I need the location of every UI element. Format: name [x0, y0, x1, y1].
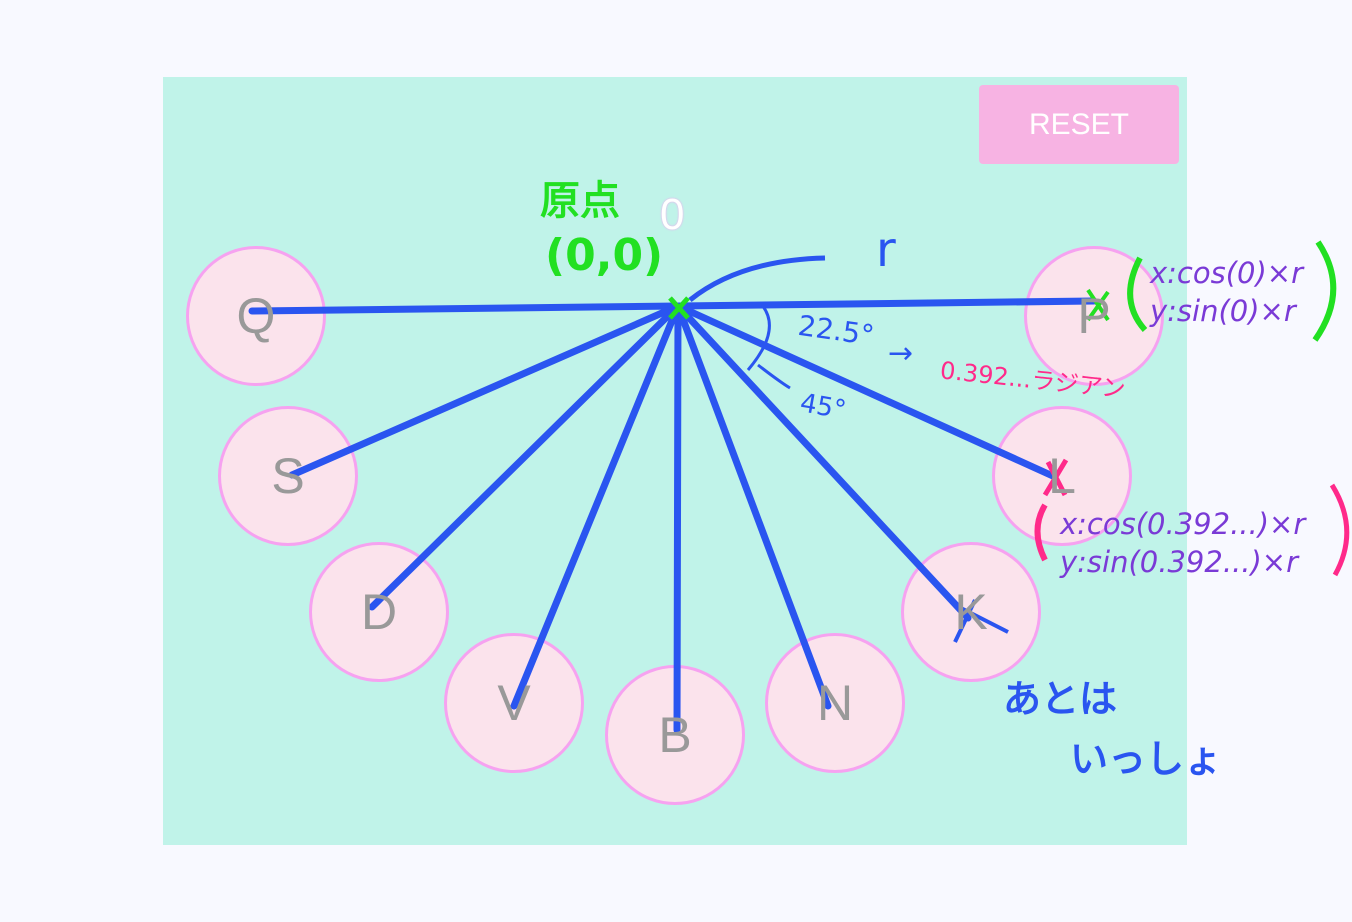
origin-label: 0	[660, 190, 685, 239]
pink-paren-right	[1329, 483, 1350, 577]
key-label-n: N	[816, 675, 854, 731]
reset-button[interactable]: RESET	[979, 85, 1179, 164]
radius-label: r	[876, 222, 896, 278]
key-label-b: B	[658, 707, 692, 763]
formula-l: x:cos(0.392...)×r y:sin(0.392...)×r	[1060, 505, 1305, 581]
origin-note: 原点	[540, 178, 620, 224]
rest-same-note-2: いっしょ	[1070, 737, 1223, 781]
formula-p-x: x:cos(0)×r	[1150, 256, 1304, 290]
rest-same-note: あとは	[1003, 677, 1118, 721]
key-label-p: P	[1077, 288, 1111, 344]
key-label-v: V	[497, 675, 531, 731]
key-label-k: K	[954, 584, 988, 640]
origin-coords: (0,0)	[545, 230, 664, 281]
key-label-s: S	[271, 448, 305, 504]
key-label-l: L	[1048, 448, 1076, 504]
arrow-icon: →	[888, 336, 914, 371]
formula-l-y: y:sin(0.392...)×r	[1060, 545, 1299, 579]
formula-p-y: y:sin(0)×r	[1150, 294, 1296, 328]
formula-p: x:cos(0)×r y:sin(0)×r	[1150, 254, 1303, 330]
key-label-d: D	[360, 584, 398, 640]
key-label-q: Q	[236, 288, 276, 344]
green-paren-right	[1312, 240, 1337, 342]
formula-l-x: x:cos(0.392...)×r	[1060, 507, 1306, 541]
